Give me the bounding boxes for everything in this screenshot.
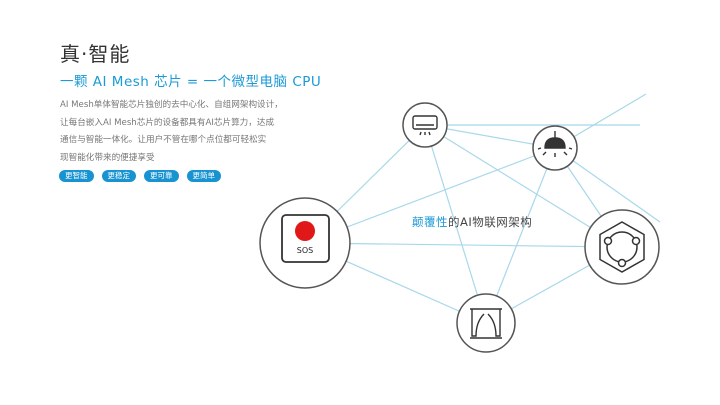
- description-line: 通信与智能一体化。让用户不管在哪个点位都可轻松实: [60, 135, 267, 145]
- mesh-link: [424, 124, 487, 324]
- hexagon-hub-icon: [599, 221, 645, 273]
- air-conditioner-node[interactable]: [402, 102, 448, 148]
- air-conditioner-icon: [412, 115, 438, 136]
- sos-label: SOS: [297, 246, 313, 255]
- center-label: 颠覆性的AI物联网架构: [412, 214, 532, 230]
- curtain-node[interactable]: [456, 293, 516, 353]
- description-line: AI Mesh单体智能芯片独创的去中心化、自组网架构设计，: [60, 100, 283, 110]
- page-subtitle: 一颗 AI Mesh 芯片 = 一个微型电脑 CPU: [60, 74, 322, 90]
- pendant-lamp-icon: [537, 131, 573, 157]
- tag-stabler[interactable]: 更稳定: [101, 170, 136, 182]
- mesh-link: [304, 242, 623, 248]
- tag-simpler[interactable]: 更简单: [186, 170, 221, 182]
- center-label-rest: 的AI物联网架构: [448, 215, 533, 229]
- hub-node[interactable]: [584, 209, 660, 285]
- center-label-highlight: 颠覆性: [412, 215, 448, 229]
- sos-alarm-light: [295, 221, 315, 241]
- tag-reliable[interactable]: 更可靠: [144, 170, 179, 182]
- mesh-links: [304, 93, 661, 324]
- mesh-link: [485, 147, 556, 324]
- description: AI Mesh单体智能芯片独创的去中心化、自组网架构设计， 让每台嵌入AI Me…: [60, 97, 322, 167]
- description-line: 让每台嵌入AI Mesh芯片的设备都具有AI芯片算力，达成: [60, 117, 275, 128]
- feature-tags: 更智能 更稳定 更可靠 更简单: [59, 170, 221, 182]
- pendant-lamp-node[interactable]: [532, 125, 578, 171]
- curtain-icon: [470, 308, 502, 339]
- sos-node[interactable]: SOS: [259, 197, 351, 289]
- mesh-link: [424, 124, 623, 248]
- page-title: 真·智能: [60, 42, 131, 66]
- tag-smarter[interactable]: 更智能: [59, 170, 94, 182]
- description-line: 现智能化带来的便捷享受: [60, 152, 155, 163]
